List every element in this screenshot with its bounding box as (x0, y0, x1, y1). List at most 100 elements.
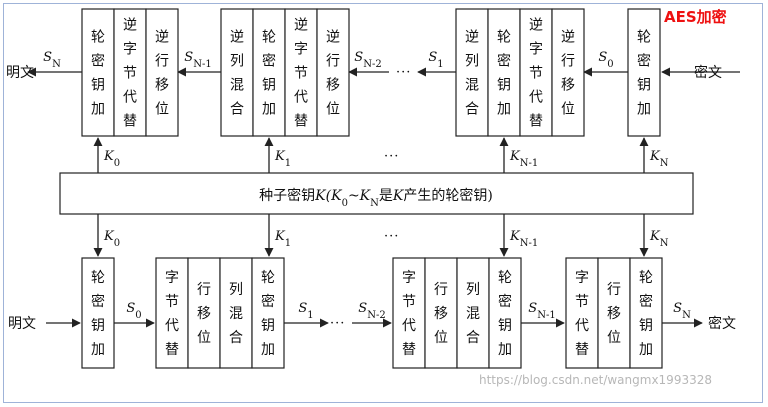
bottom-initial-add-round-key-char: 密 (91, 293, 105, 310)
top-inv-mix-columns-char: 逆 (465, 30, 479, 46)
bottom-sub-bytes-char: 代 (402, 318, 416, 334)
top-add-round-key-char: 钥 (497, 78, 511, 94)
top-key-label: KN-1 (509, 149, 538, 169)
bottom-ciphertext-label: 密文 (708, 315, 736, 332)
bottom-key-label: KN (649, 229, 669, 249)
bottom-add-round-key (488, 257, 522, 369)
bottom-shift-rows-char: 移 (434, 306, 448, 322)
top-inv-shift-rows (316, 8, 350, 137)
bottom-shift-rows (424, 257, 458, 369)
bottom-add-round-key-char: 加 (261, 342, 275, 358)
top-inv-shift-rows (551, 8, 585, 137)
bottom-shift-rows (187, 257, 221, 369)
top-add-round-key-char: 轮 (497, 30, 511, 46)
top-initial-add-round-key (627, 8, 661, 137)
top-inv-sub-bytes-char: 替 (294, 114, 308, 130)
top-ellipsis: ··· (396, 65, 411, 80)
top-inv-sub-bytes-char: 节 (294, 66, 308, 82)
bottom-key-label: K0 (103, 229, 120, 249)
bottom-final-add-round-key-char: 轮 (639, 270, 653, 286)
top-inv-sub-bytes-char: 逆 (123, 18, 137, 34)
top-inv-mix-columns-char: 列 (230, 54, 244, 70)
bottom-shift-rows-char: 位 (607, 330, 621, 346)
top-state-label: SN-2 (354, 50, 381, 70)
bottom-key-ellipsis: ··· (384, 229, 399, 244)
bottom-state-label: S0 (126, 301, 141, 321)
top-add-round-key-char: 钥 (91, 78, 105, 94)
top-initial-add-round-key-char: 轮 (637, 30, 651, 46)
top-key-label: KN (649, 149, 669, 169)
bottom-shift-rows-char: 行 (434, 282, 448, 298)
top-inv-shift-rows-char: 位 (326, 102, 340, 118)
top-inv-shift-rows-char: 移 (561, 78, 575, 94)
bottom-initial-add-round-key-char: 轮 (91, 270, 105, 286)
bottom-state-label: SN (673, 301, 691, 321)
bottom-initial-add-round-key (81, 257, 115, 369)
top-inv-sub-bytes-char: 字 (294, 42, 308, 58)
bottom-sub-bytes-char: 替 (165, 342, 179, 358)
top-plaintext-label: 明文 (6, 65, 34, 81)
top-inv-sub-bytes-char: 节 (529, 66, 543, 82)
top-inv-sub-bytes-char: 代 (529, 90, 543, 106)
top-ciphertext-label: 密文 (694, 64, 722, 81)
top-key-label: K1 (274, 149, 291, 169)
top-add-round-key (81, 8, 115, 137)
top-state-label: S0 (598, 50, 613, 70)
bottom-add-round-key-char: 密 (498, 293, 512, 310)
top-inv-sub-bytes-char: 字 (529, 42, 543, 58)
top-inv-sub-bytes-char: 替 (529, 114, 543, 130)
bottom-sub-bytes-char: 字 (575, 270, 589, 286)
bottom-shift-rows-char: 行 (607, 282, 621, 298)
bottom-sub-bytes (392, 257, 426, 369)
bottom-plaintext-label: 明文 (8, 316, 36, 332)
bottom-add-round-key-char: 钥 (498, 318, 512, 334)
bottom-add-round-key-char: 加 (498, 342, 512, 358)
bottom-sub-bytes-char: 替 (575, 342, 589, 358)
top-inv-sub-bytes-char: 代 (294, 90, 308, 106)
top-add-round-key-char: 密 (497, 53, 511, 70)
top-initial-add-round-key-char: 密 (637, 53, 651, 70)
bottom-add-round-key-char: 轮 (498, 270, 512, 286)
top-inv-sub-bytes-char: 逆 (529, 18, 543, 34)
bottom-final-add-round-key-char: 加 (639, 342, 653, 358)
top-add-round-key-char: 轮 (91, 30, 105, 46)
top-inv-shift-rows-char: 移 (326, 78, 340, 94)
bottom-add-round-key-char: 轮 (261, 270, 275, 286)
diagram-title: AES加密 (664, 8, 727, 26)
bottom-initial-add-round-key-char: 加 (91, 342, 105, 358)
top-inv-sub-bytes-char: 替 (123, 114, 137, 130)
bottom-add-round-key-char: 钥 (261, 318, 275, 334)
top-inv-mix-columns-char: 合 (230, 102, 244, 118)
key-schedule-label: 种子密钥K(K0~KN是K产生的轮密钥) (259, 187, 493, 209)
top-inv-mix-columns-char: 逆 (230, 30, 244, 46)
top-add-round-key-char: 轮 (262, 30, 276, 46)
top-initial-add-round-key-char: 加 (637, 102, 651, 118)
top-inv-shift-rows-char: 逆 (326, 30, 340, 46)
bottom-final-add-round-key-char: 密 (639, 293, 653, 310)
bottom-sub-bytes-char: 字 (165, 270, 179, 286)
top-inv-mix-columns-char: 列 (465, 54, 479, 70)
top-inv-sub-bytes-char: 代 (123, 90, 137, 106)
top-key-ellipsis: ··· (384, 149, 399, 164)
top-inv-mix-columns-char: 混 (230, 78, 244, 94)
top-state-label: SN-1 (184, 50, 211, 70)
top-inv-sub-bytes (519, 8, 553, 137)
top-inv-sub-bytes-char: 逆 (294, 18, 308, 34)
top-inv-shift-rows-char: 行 (326, 54, 340, 70)
bottom-mix-columns (219, 257, 253, 369)
top-inv-sub-bytes-char: 字 (123, 42, 137, 58)
bottom-sub-bytes-char: 代 (575, 318, 589, 334)
top-add-round-key-char: 密 (262, 53, 276, 70)
bottom-sub-bytes-char: 节 (402, 294, 416, 310)
top-inv-shift-rows-char: 逆 (155, 30, 169, 46)
top-inv-shift-rows-char: 位 (155, 102, 169, 118)
bottom-shift-rows-char: 位 (197, 330, 211, 346)
bottom-sub-bytes-char: 字 (402, 270, 416, 286)
top-inv-mix-columns (220, 8, 254, 137)
key-schedule-box (59, 172, 694, 215)
top-inv-shift-rows-char: 位 (561, 102, 575, 118)
bottom-shift-rows-char: 移 (607, 306, 621, 322)
bottom-add-round-key (251, 257, 285, 369)
bottom-initial-add-round-key-char: 钥 (91, 318, 105, 334)
bottom-sub-bytes-char: 代 (165, 318, 179, 334)
